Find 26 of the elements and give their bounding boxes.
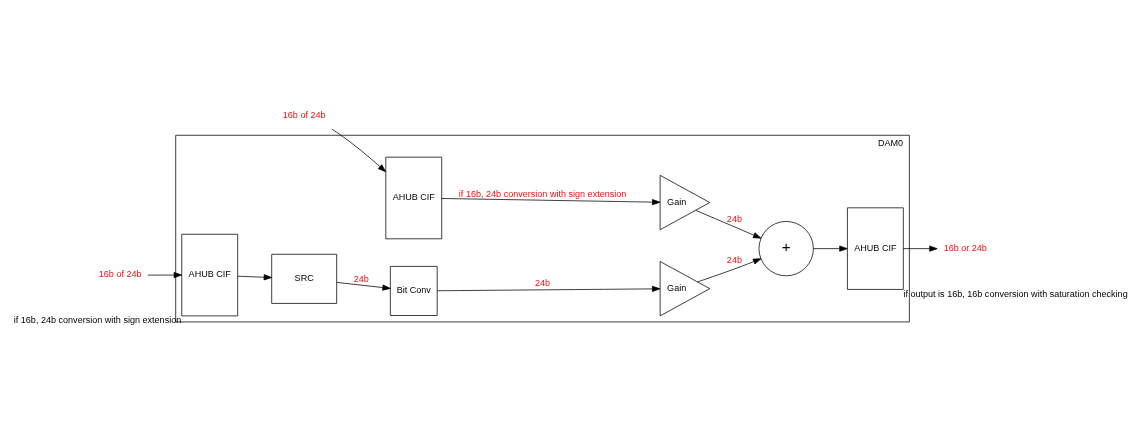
node-text: 16b of 24b [282,109,326,120]
node-box: AHUB CIF [181,233,239,317]
arrow [441,198,661,206]
arrow [813,245,848,252]
arrow [903,245,938,252]
arrow [695,209,762,239]
node-box: Bit Conv [389,266,438,316]
node-label: if output is 16b, 16b conversion with saturation checking [903,288,1128,299]
node-box: SRC [271,253,338,304]
arrow [697,258,762,283]
edge-label: 24b [535,278,551,289]
arrow [147,272,182,279]
arrow [331,128,386,173]
edge-label: 24b [353,273,369,284]
node-circle: + [758,221,814,277]
arrow [436,285,661,292]
arrow [336,282,391,291]
node-text: 16b or 24b [943,242,987,253]
node-text: 16b of 24b [98,269,142,280]
edge-label: if 16b, 24b conversion with sign extension [458,188,627,199]
node-box: AHUB CIF [847,207,904,290]
edge-label: 24b [726,213,742,224]
arrow [237,274,273,281]
edge-label: 24b [726,255,742,266]
node-label: if 16b, 24b conversion with sign extension [13,315,182,326]
node-box: AHUB CIF [385,156,443,240]
